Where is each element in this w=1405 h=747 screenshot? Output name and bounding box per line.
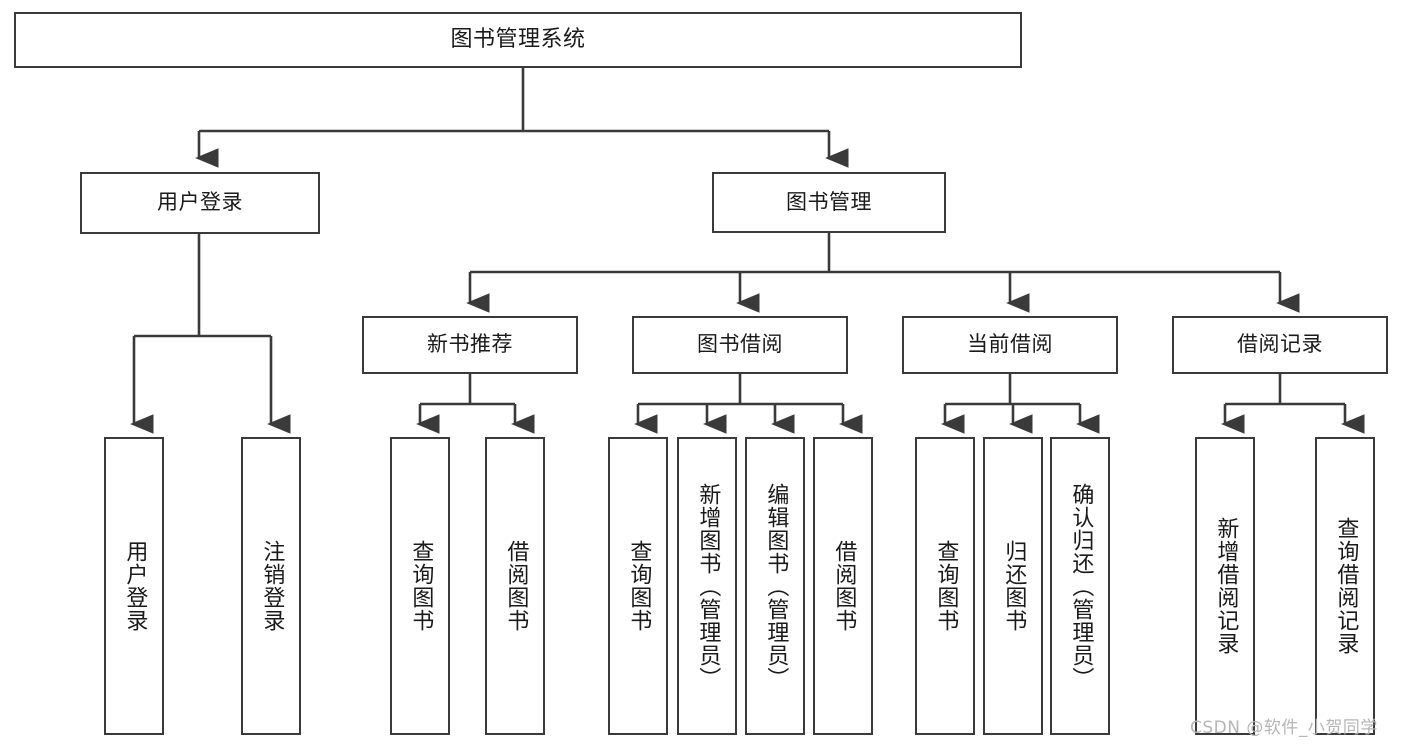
node-return-book[interactable]: 归还图书 bbox=[983, 437, 1043, 735]
node-label: 新增借阅记录 bbox=[1213, 517, 1239, 655]
node-query-book-current[interactable]: 查询图书 bbox=[915, 437, 975, 735]
node-borrow-book-recommend[interactable]: 借阅图书 bbox=[485, 437, 545, 735]
node-label: 用户登录 bbox=[122, 540, 148, 632]
node-label: 归还图书 bbox=[1001, 540, 1027, 632]
node-label: 查询借阅记录 bbox=[1333, 517, 1359, 655]
node-book-management[interactable]: 图书管理 bbox=[712, 172, 946, 233]
node-label: 查询图书 bbox=[408, 540, 434, 632]
node-label: 当前借阅 bbox=[967, 332, 1053, 357]
node-label: 查询图书 bbox=[933, 540, 959, 632]
node-label: 编辑图书（管理员） bbox=[763, 482, 789, 690]
node-label: 图书管理 bbox=[786, 189, 872, 214]
node-label: 新书推荐 bbox=[427, 332, 513, 357]
node-user-login[interactable]: 用户登录 bbox=[80, 172, 320, 234]
node-user-logout-action[interactable]: 注销登录 bbox=[241, 437, 301, 735]
node-confirm-return-admin[interactable]: 确认归还（管理员） bbox=[1050, 437, 1110, 735]
node-add-borrow-record[interactable]: 新增借阅记录 bbox=[1195, 437, 1255, 735]
node-root-system[interactable]: 图书管理系统 bbox=[14, 12, 1022, 68]
node-label: 注销登录 bbox=[259, 540, 285, 632]
node-add-book-admin[interactable]: 新增图书（管理员） bbox=[677, 437, 737, 735]
watermark-text: CSDN @软件_小贺同学 bbox=[1190, 718, 1378, 738]
node-label: 用户登录 bbox=[157, 190, 243, 215]
node-query-borrow-record[interactable]: 查询借阅记录 bbox=[1315, 437, 1375, 735]
node-current-borrow[interactable]: 当前借阅 bbox=[902, 316, 1118, 374]
node-label: 借阅图书 bbox=[503, 540, 529, 632]
node-label: 图书借阅 bbox=[697, 332, 783, 357]
node-label: 查询图书 bbox=[626, 540, 652, 632]
node-label: 图书管理系统 bbox=[450, 26, 586, 52]
node-query-book-recommend[interactable]: 查询图书 bbox=[390, 437, 450, 735]
node-new-book-recommend[interactable]: 新书推荐 bbox=[362, 316, 578, 374]
node-borrow-record[interactable]: 借阅记录 bbox=[1172, 316, 1388, 374]
node-user-login-action[interactable]: 用户登录 bbox=[104, 437, 164, 735]
node-edit-book-admin[interactable]: 编辑图书（管理员） bbox=[745, 437, 805, 735]
node-borrow-book-action[interactable]: 借阅图书 bbox=[813, 437, 873, 735]
node-label: 新增图书（管理员） bbox=[695, 482, 721, 690]
node-label: 借阅图书 bbox=[831, 540, 857, 632]
node-book-borrow[interactable]: 图书借阅 bbox=[632, 316, 848, 374]
node-label: 确认归还（管理员） bbox=[1068, 482, 1094, 690]
node-query-book-borrow[interactable]: 查询图书 bbox=[608, 437, 668, 735]
node-label: 借阅记录 bbox=[1237, 332, 1323, 357]
